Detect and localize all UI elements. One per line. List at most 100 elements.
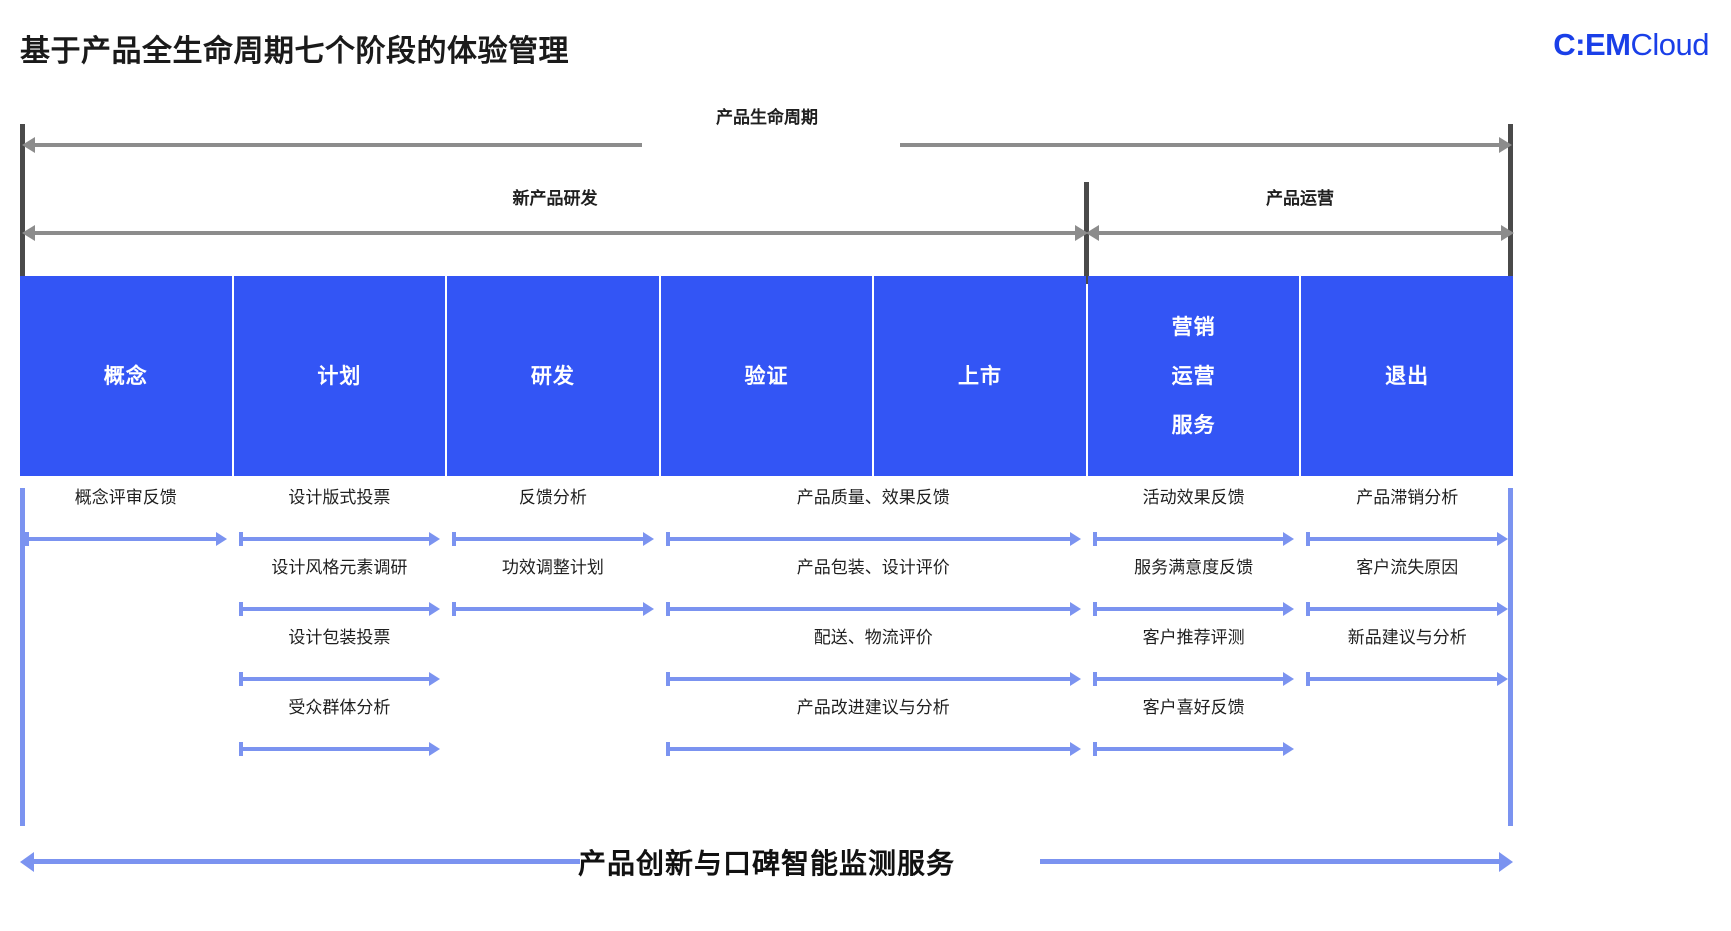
lifecycle-arrow-right-icon [1499,137,1512,153]
bottom-label-gap [580,850,1040,870]
arrow-head-icon [1496,602,1508,616]
arrow-stem [1309,677,1498,681]
arrow-stem [668,677,1071,681]
npd-arrow-left-icon [22,225,35,241]
stage-box-6[interactable]: 营销运营服务 [1087,276,1300,476]
arrow-start-cap [665,672,670,686]
logo-cloud-text: Cloud [1630,27,1710,62]
feedback-arrow-icon [1092,742,1295,756]
feedback-item[interactable]: 客户喜好反馈 [1092,698,1295,764]
arrow-stem [668,607,1071,611]
feedback-item[interactable]: 产品改进建议与分析 [665,698,1081,764]
feedback-item[interactable]: 设计风格元素调研 [238,558,441,624]
feedback-label: 产品改进建议与分析 [796,698,950,717]
arrow-stem [28,537,217,541]
lifecycle-label: 产品生命周期 [716,108,818,127]
stage-box-2[interactable]: 计划 [233,276,446,476]
feedback-label: 受众群体分析 [288,698,391,717]
feedback-label: 功效调整计划 [501,558,604,577]
feedback-arrow-icon [238,532,441,546]
arrow-stem [668,537,1071,541]
ops-label-text: 产品运营 [1266,189,1334,208]
arrow-start-cap [238,742,243,756]
npd-arrow-right-icon [1075,225,1088,241]
arrow-head-icon [429,742,441,756]
feedback-arrow-icon [25,532,227,546]
stage-box-1[interactable]: 概念 [20,276,232,476]
feedback-arrow-icon [1306,602,1508,616]
arrow-head-icon [1496,532,1508,546]
arrow-start-cap [452,532,457,546]
feedback-matrix: 概念评审反馈设计版式投票反馈分析产品质量、效果反馈活动效果反馈产品滞销分析设计风… [20,488,1513,826]
feedback-item[interactable]: 客户推荐评测 [1092,628,1295,694]
arrow-start-cap [25,532,29,546]
arrow-head-icon [1069,742,1081,756]
page-title: 基于产品全生命周期七个阶段的体验管理 [20,35,569,68]
arrow-head-icon [1283,532,1295,546]
arrow-start-cap [1306,602,1311,616]
feedback-label: 客户推荐评测 [1142,628,1245,647]
arrow-start-cap [1092,672,1097,686]
feedback-label: 客户喜好反馈 [1142,698,1245,717]
arrow-stem [241,747,431,751]
bottom-arrow-right-icon [1499,852,1513,872]
arrow-start-cap [1092,742,1097,756]
stage-box-4[interactable]: 验证 [660,276,873,476]
feedback-item[interactable]: 客户流失原因 [1306,558,1508,624]
feedback-label: 服务满意度反馈 [1134,558,1254,577]
feedback-arrow-icon [238,602,441,616]
stage-label: 计划 [317,364,362,388]
feedback-item[interactable]: 新品建议与分析 [1306,628,1508,694]
arrow-head-icon [1283,742,1295,756]
arrow-head-icon [1283,672,1295,686]
lifecycle-label-gap [642,139,900,151]
feedback-item[interactable]: 产品滞销分析 [1306,488,1508,554]
feedback-item[interactable]: 活动效果反馈 [1092,488,1295,554]
stage-label: 运营 [1171,364,1216,388]
stage-box-5[interactable]: 上市 [874,276,1086,476]
feedback-rail-right [1508,488,1513,826]
feedback-arrow-icon [665,532,1081,546]
arrow-stem [1095,677,1285,681]
arrow-start-cap [665,532,670,546]
feedback-arrow-icon [1092,602,1295,616]
ops-label: 产品运营 [1086,184,1514,209]
feedback-arrow-icon [452,532,654,546]
arrow-head-icon [642,532,654,546]
stage-box-row: 概念 计划 研发验证上市营销运营服务退出 [20,276,1513,476]
arrow-head-icon [642,602,654,616]
arrow-stem [455,607,644,611]
npd-line [33,231,1077,235]
arrow-head-icon [429,532,441,546]
feedback-item[interactable]: 产品包装、设计评价 [665,558,1081,624]
feedback-item[interactable]: 受众群体分析 [238,698,441,764]
feedback-item[interactable]: 概念评审反馈 [25,488,227,554]
arrow-start-cap [1092,602,1097,616]
band-product-lifecycle: 产品生命周期 [22,108,1512,162]
feedback-arrow-icon [452,602,654,616]
stage-box-3[interactable]: 研发 [447,276,659,476]
feedback-arrow-icon [1092,532,1295,546]
feedback-label: 配送、物流评价 [813,628,933,647]
arrow-start-cap [238,602,243,616]
arrow-head-icon [1069,602,1081,616]
stage-box-7[interactable]: 退出 [1301,276,1513,476]
band-new-product-development: 新产品研发 [22,189,1088,250]
arrow-head-icon [1069,672,1081,686]
stage-label: 概念 [103,364,148,388]
feedback-item[interactable]: 设计包装投票 [238,628,441,694]
feedback-item[interactable]: 反馈分析 [452,488,654,554]
feedback-label: 新品建议与分析 [1347,628,1467,647]
feedback-item[interactable]: 功效调整计划 [452,558,654,624]
feedback-item[interactable]: 配送、物流评价 [665,628,1081,694]
arrow-stem [455,537,644,541]
feedback-item[interactable]: 设计版式投票 [238,488,441,554]
feedback-label: 设计风格元素调研 [271,558,408,577]
rail-left-boundary [20,124,25,284]
arrow-head-icon [429,672,441,686]
feedback-item[interactable]: 产品质量、效果反馈 [665,488,1081,554]
arrow-stem [1309,537,1498,541]
feedback-item[interactable]: 服务满意度反馈 [1092,558,1295,624]
npd-label: 新产品研发 [512,189,598,208]
